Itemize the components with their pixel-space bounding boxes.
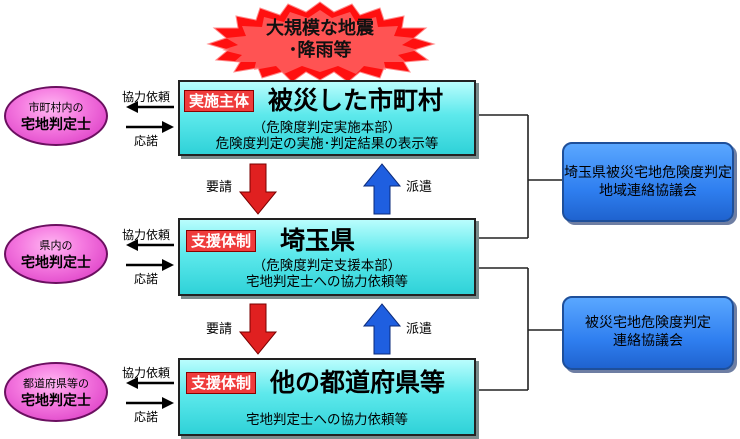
tier-other-prefectures-box: 支援体制 他の都道府県等 宅地判定士への協力依頼等	[178, 358, 476, 436]
tier-badge: 支援体制	[186, 372, 257, 394]
tier-prefecture-box: 支援体制 埼玉県 （危険度判定支援本部） 宅地判定士への協力依頼等	[178, 218, 476, 296]
label-request: 要請	[206, 322, 233, 337]
trigger-line1: 大規模な地震	[266, 18, 374, 39]
tier-municipality-box: 実施主体 被災した市町村 （危険度判定実施本部） 危険度判定の実施･判定結果の表…	[178, 80, 476, 156]
arrow-response-3	[126, 397, 174, 409]
council-regional-box: 埼玉県被災宅地危険度判定 地域連絡協議会	[562, 142, 734, 222]
arrow-request-cooperation-2	[126, 239, 174, 251]
arrow-request-down-2	[238, 303, 278, 355]
inspector-scope: 都道府県等の	[23, 377, 89, 390]
label-response: 応諾	[134, 410, 159, 424]
arrow-dispatch-up-2	[362, 303, 402, 355]
trigger-text: 大規模な地震 ･降雨等	[230, 18, 410, 62]
arrow-request-cooperation-3	[126, 377, 174, 389]
tier-sub1: （危険度判定実施本部）	[252, 120, 402, 136]
arrow-request-down-1	[238, 163, 278, 215]
inspector-prefecture-oval: 県内の 宅地判定士	[4, 224, 108, 284]
inspector-scope: 市町村内の	[28, 101, 84, 114]
arrow-response-1	[126, 121, 174, 133]
tier-title: 被災した市町村	[268, 86, 444, 115]
label-request-cooperation: 協力依頼	[122, 228, 171, 242]
council-line1: 被災宅地危険度判定	[585, 315, 711, 331]
tier-badge: 実施主体	[184, 90, 255, 112]
inspector-label: 宅地判定士	[21, 393, 91, 409]
label-response: 応諾	[134, 134, 159, 148]
inspector-other-oval: 都道府県等の 宅地判定士	[4, 362, 108, 422]
tier-sub2: 危険度判定の実施･判定結果の表示等	[215, 136, 439, 152]
label-dispatch: 派遣	[406, 322, 433, 337]
inspector-label: 宅地判定士	[21, 255, 91, 271]
label-response: 応諾	[134, 272, 159, 286]
inspector-municipal-oval: 市町村内の 宅地判定士	[4, 86, 108, 146]
inspector-label: 宅地判定士	[21, 117, 91, 133]
council-line2: 地域連絡協議会	[599, 183, 697, 199]
council-national-box: 被災宅地危険度判定 連絡協議会	[562, 296, 734, 370]
label-request-cooperation: 協力依頼	[122, 90, 171, 104]
tier-sub1: （危険度判定支援本部）	[252, 258, 402, 274]
trigger-line2: ･降雨等	[288, 40, 352, 61]
tier-sub2: 宅地判定士への協力依頼等	[246, 412, 408, 428]
label-request-cooperation: 協力依頼	[122, 366, 171, 380]
council-line2: 連絡協議会	[613, 333, 683, 349]
arrow-response-2	[126, 259, 174, 271]
label-dispatch: 派遣	[406, 180, 433, 195]
inspector-scope: 県内の	[39, 239, 73, 252]
arrow-dispatch-up-1	[362, 163, 402, 215]
arrow-request-cooperation-1	[126, 101, 174, 113]
council-line1: 埼玉県被災宅地危険度判定	[564, 165, 732, 181]
tier-sub2: 宅地判定士への協力依頼等	[246, 274, 408, 290]
label-request: 要請	[206, 180, 233, 195]
tier-badge: 支援体制	[186, 230, 257, 252]
tier-title: 埼玉県	[280, 226, 356, 255]
tier-title: 他の都道府県等	[270, 368, 446, 397]
